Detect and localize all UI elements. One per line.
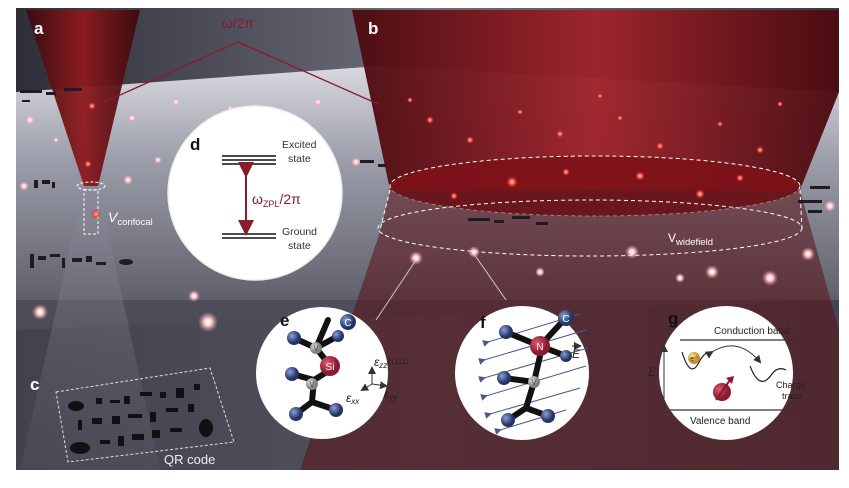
nitrogen-label: N [536,342,543,353]
panel-label-b: b [368,19,378,38]
vacancy-site [528,376,540,388]
carbon-atom [329,403,343,417]
charge-traps-label-1: Charge [776,380,806,390]
carbon-atom [497,371,511,385]
eps-xx-label: εxx [346,391,360,406]
vacancy-label: V [531,378,537,387]
panel-e: e C V V Si εzz∥(111) εxx εyy [256,307,409,439]
trap-well-right [749,365,787,382]
panel-d: d Excited state Ground state ωZPL/2π [167,105,343,281]
widefield-beam [352,10,839,190]
surface-markings [20,88,830,268]
ground-state-label-1: Ground [282,226,317,238]
strain-axis-yy [371,381,388,390]
valence-band-label: Valence band [690,416,750,427]
v-confocal-label: Vconfocal [108,209,153,228]
spin-arrow [715,379,731,401]
carbon-label: C [562,314,569,325]
qr-code-pattern [68,384,213,454]
carbon-atom [332,330,344,342]
excited-state-label-2: state [288,153,311,165]
electron-label: e⁻ [690,356,698,363]
strain-axis-xx [360,383,373,392]
zpl-frequency-label: ωZPL/2π [252,191,301,209]
panel-label-e: e [280,311,289,330]
connector-e [375,259,417,321]
excited-state-label-1: Excited [282,139,317,151]
panel-label-d: d [190,135,200,154]
carbon-atom [501,413,515,427]
eps-yy-label: εyy [384,387,398,402]
carbon-label: C [344,318,351,329]
electron [688,352,700,364]
panel-label-f: f [480,313,486,332]
vacancy-label-lower: V [309,380,315,389]
vacancy-site-lower [306,378,318,390]
energy-axis-label: E [648,365,657,379]
emitters [19,93,836,332]
connector-f [473,253,507,301]
ground-state-label-2: state [288,240,311,252]
spin-arrow-head [726,376,734,384]
freq-connector [99,41,379,105]
carbon-atom-labeled [558,310,574,326]
confocal-beam [26,10,140,186]
qr-code-label: QR code [164,452,215,467]
conduction-band-label: Conduction band [714,326,790,337]
eps-zz-label: εzz∥(111) [374,355,409,370]
silicon-atom [320,356,340,376]
panel-g: g E Conduction band Valence band e⁻ Char… [648,306,806,440]
panel-d-circle [167,105,343,281]
nitrogen-atom [530,336,550,356]
charge-traps-label-2: traps [782,391,803,401]
freq-label: ω/2π [222,15,255,31]
charge-transfer-arrow [704,345,762,364]
carbon-atom-labeled [340,314,356,330]
panel-label-g: g [668,309,678,328]
panel-f: f C N V E [455,306,589,440]
silicon-label: Si [326,362,335,373]
panel-label-a: a [34,19,44,38]
carbon-atom [560,350,572,362]
carbon-atom [287,331,301,345]
vacancy-site-upper [310,342,322,354]
carbon-atom [541,409,555,423]
carbon-atom [499,325,513,339]
carbon-atom [289,407,303,421]
panel-label-c: c [30,375,39,394]
panel-f-circle [455,306,589,440]
efield-label: E [572,347,581,361]
vacancy-label-upper: V [313,344,319,353]
carbon-atom [285,367,299,381]
v-widefield-label: Vwidefield [668,231,713,248]
